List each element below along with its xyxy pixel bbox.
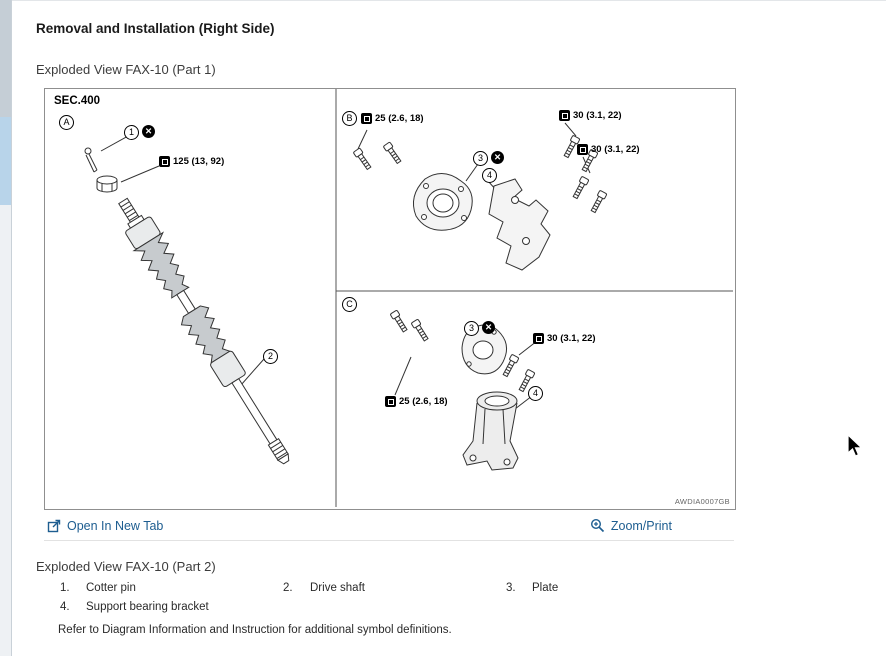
torque-label-25: 25 (2.6, 18) xyxy=(385,396,448,407)
torque-value: 30 (3.1, 22) xyxy=(573,110,622,121)
left-strip-blue xyxy=(0,117,11,205)
legend-item-label: Cotter pin xyxy=(86,582,136,594)
torque-value: 25 (2.6, 18) xyxy=(399,396,448,407)
torque-icon xyxy=(559,110,570,121)
torque-value: 30 (3.1, 22) xyxy=(591,144,640,155)
do-not-reuse-icon: ✕ xyxy=(142,125,155,138)
callout-1: 1 xyxy=(124,125,139,140)
open-in-new-tab-link[interactable]: Open In New Tab xyxy=(47,519,163,533)
open-in-new-tab-label: Open In New Tab xyxy=(67,518,164,533)
open-in-new-tab-icon xyxy=(47,519,61,532)
callout-4: 4 xyxy=(482,168,497,183)
torque-label-30: 30 (3.1, 22) xyxy=(533,333,596,344)
torque-icon xyxy=(533,333,544,344)
symbol-note: Refer to Diagram Information and Instruc… xyxy=(58,624,452,636)
zoom-print-link[interactable]: Zoom/Print xyxy=(590,518,672,533)
callout-4: 4 xyxy=(528,386,543,401)
diagram-artwork xyxy=(84,89,733,507)
legend-item-number: 3. xyxy=(506,582,516,594)
torque-label-30: 30 (3.1, 22) xyxy=(577,144,640,155)
drive-shaft-drawing xyxy=(118,197,290,465)
left-strip-gray xyxy=(0,0,11,117)
do-not-reuse-icon: ✕ xyxy=(482,321,495,334)
torque-label-30: 30 (3.1, 22) xyxy=(559,110,622,121)
legend-list: 1. Cotter pin 2. Drive shaft 3. Plate 4.… xyxy=(0,582,886,622)
legend-item-label: Support bearing bracket xyxy=(86,601,209,613)
section-heading-part2: Exploded View FAX-10 (Part 2) xyxy=(36,559,216,574)
torque-icon xyxy=(159,156,170,167)
legend-item-label: Plate xyxy=(532,582,559,594)
panel-a-leaders xyxy=(100,135,265,386)
section-heading-part1: Exploded View FAX-10 (Part 1) xyxy=(36,62,216,77)
panel-dividers xyxy=(335,89,733,507)
torque-value: 30 (3.1, 22) xyxy=(547,333,596,344)
cotter-pin-drawing xyxy=(84,147,98,173)
torque-icon xyxy=(385,396,396,407)
callout-2: 2 xyxy=(263,349,278,364)
zoom-print-label: Zoom/Print xyxy=(610,518,672,533)
callout-3: 3 xyxy=(473,151,488,166)
plate-c-drawing xyxy=(461,324,507,375)
page-title: Removal and Installation (Right Side) xyxy=(36,21,275,36)
mouse-cursor xyxy=(847,434,864,457)
torque-label-125: 125 (13, 92) xyxy=(159,156,224,167)
torque-icon xyxy=(577,144,588,155)
window-top-edge xyxy=(0,0,886,1)
do-not-reuse-icon: ✕ xyxy=(491,151,504,164)
left-panel-strip xyxy=(0,0,12,656)
panel-letter-b: B xyxy=(342,111,357,126)
torque-icon xyxy=(361,113,372,124)
zoom-icon xyxy=(590,518,604,533)
exploded-view-diagram: SEC.400 A B C 1 ✕ 2 3 ✕ 4 3 ✕ 4 125 (13,… xyxy=(44,88,736,510)
flange-plate-drawing xyxy=(413,173,473,231)
torque-label-25: 25 (2.6, 18) xyxy=(361,113,424,124)
support-bearing-bracket-drawing xyxy=(462,391,519,471)
lock-nut-drawing xyxy=(96,175,118,193)
torque-value: 25 (2.6, 18) xyxy=(375,113,424,124)
figure-code: AWDIA0007GB xyxy=(674,497,730,506)
torque-value: 125 (13, 92) xyxy=(173,156,225,167)
legend-item-number: 1. xyxy=(60,582,70,594)
panel-letter-c: C xyxy=(342,297,357,312)
legend-item-number: 4. xyxy=(60,601,70,613)
panel-letter-a: A xyxy=(59,115,74,130)
legend-item-number: 2. xyxy=(283,582,293,594)
bracket-b-drawing xyxy=(488,178,551,271)
callout-3: 3 xyxy=(464,321,479,336)
viewer-toolbar: Open In New Tab Zoom/Print xyxy=(44,511,734,541)
sec-label: SEC.400 xyxy=(54,95,101,107)
legend-item-label: Drive shaft xyxy=(310,582,365,594)
